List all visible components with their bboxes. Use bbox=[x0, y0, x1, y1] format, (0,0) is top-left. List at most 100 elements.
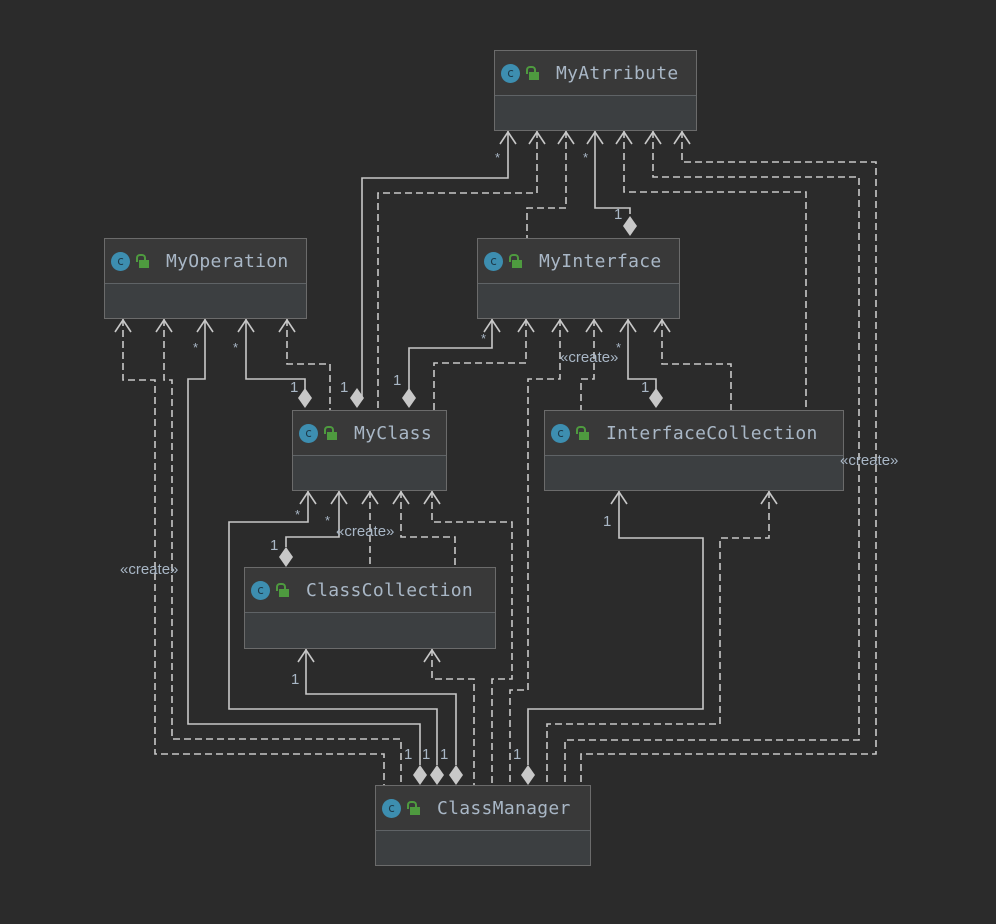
arrowhead-icon bbox=[423, 648, 441, 663]
public-lock-icon bbox=[509, 254, 523, 268]
composition-line bbox=[305, 649, 457, 765]
arrowhead-icon bbox=[361, 490, 379, 505]
arrowhead-icon bbox=[499, 130, 517, 145]
multiplicity-label: * bbox=[193, 340, 199, 355]
dependency-line bbox=[580, 131, 877, 785]
public-lock-icon bbox=[136, 254, 150, 268]
composition-diamond-icon bbox=[350, 388, 364, 408]
multiplicity-label: * bbox=[325, 513, 331, 528]
multiplicity-label: * bbox=[481, 331, 487, 346]
class-myoperation[interactable]: c MyOperation bbox=[104, 238, 307, 319]
arrowhead-icon bbox=[615, 130, 633, 145]
class-icon: c bbox=[484, 251, 503, 271]
dependency-line bbox=[163, 319, 402, 785]
class-myclass[interactable]: c MyClass bbox=[292, 410, 447, 491]
composition-diamond-icon bbox=[298, 388, 312, 408]
class-icon: c bbox=[111, 251, 130, 271]
class-myatrribute[interactable]: c MyAtrribute bbox=[494, 50, 697, 131]
composition-diamond-icon bbox=[430, 765, 444, 785]
public-lock-icon bbox=[324, 426, 338, 440]
public-lock-icon bbox=[576, 426, 590, 440]
class-header: c MyInterface bbox=[478, 239, 679, 284]
class-myinterface[interactable]: c MyInterface bbox=[477, 238, 680, 319]
multiplicity-label: 1 bbox=[513, 746, 522, 763]
dependency-line bbox=[509, 319, 561, 785]
multiplicity-label: 1 bbox=[340, 379, 349, 396]
composition-diamond-icon bbox=[623, 216, 637, 236]
class-members bbox=[545, 456, 843, 490]
dependency-line bbox=[122, 319, 385, 785]
dependency-line bbox=[546, 491, 770, 785]
arrowhead-icon bbox=[528, 130, 546, 145]
arrowhead-icon bbox=[517, 318, 535, 333]
class-icon: c bbox=[551, 423, 570, 443]
class-members bbox=[105, 284, 306, 318]
dependency-line bbox=[431, 491, 513, 785]
arrowhead-icon bbox=[483, 318, 501, 333]
arrowhead-icon bbox=[297, 648, 315, 663]
class-interfacecollection[interactable]: c InterfaceCollection bbox=[544, 410, 844, 491]
class-members bbox=[245, 613, 495, 647]
relation-lines bbox=[114, 130, 877, 785]
composition-line bbox=[361, 131, 509, 400]
class-members bbox=[478, 284, 679, 318]
class-name: MyInterface bbox=[539, 250, 662, 272]
class-header: c MyOperation bbox=[105, 239, 306, 284]
class-header: c ClassManager bbox=[376, 786, 590, 831]
class-members bbox=[293, 456, 446, 490]
class-icon: c bbox=[382, 798, 401, 818]
composition-line bbox=[408, 319, 493, 390]
class-icon: c bbox=[299, 423, 318, 443]
arrowhead-icon bbox=[114, 318, 132, 333]
arrowhead-icon bbox=[551, 318, 569, 333]
class-name: ClassCollection bbox=[306, 579, 474, 601]
arrowhead-icon bbox=[586, 130, 604, 145]
class-members bbox=[376, 831, 590, 865]
class-name: MyOperation bbox=[166, 250, 289, 272]
create-stereotype-label: «create» bbox=[840, 452, 899, 469]
dependency-line bbox=[431, 649, 475, 785]
composition-diamond-icon bbox=[413, 765, 427, 785]
class-members bbox=[495, 96, 696, 130]
dependency-line bbox=[564, 131, 860, 785]
composition-diamond-icon bbox=[649, 388, 663, 408]
composition-line bbox=[627, 319, 657, 390]
multiplicity-label: 1 bbox=[290, 379, 299, 396]
multiplicity-label: 1 bbox=[614, 206, 623, 223]
class-classmanager[interactable]: c ClassManager bbox=[375, 785, 591, 866]
arrowhead-icon bbox=[278, 318, 296, 333]
class-name: MyAtrribute bbox=[556, 62, 679, 84]
arrowhead-icon bbox=[237, 318, 255, 333]
arrowhead-icon bbox=[330, 490, 348, 505]
arrowhead-icon bbox=[557, 130, 575, 145]
class-name: ClassManager bbox=[437, 797, 571, 819]
dependency-line bbox=[286, 319, 331, 410]
arrowhead-icon bbox=[619, 318, 637, 333]
composition-line bbox=[285, 491, 340, 547]
dependency-line bbox=[623, 131, 807, 410]
class-classcollection[interactable]: c ClassCollection bbox=[244, 567, 496, 649]
class-name: InterfaceCollection bbox=[606, 422, 818, 444]
dependency-line bbox=[580, 319, 595, 410]
class-name: MyClass bbox=[354, 422, 432, 444]
class-header: c ClassCollection bbox=[245, 568, 495, 613]
multiplicity-label: 1 bbox=[291, 671, 300, 688]
composition-diamond-icon bbox=[449, 765, 463, 785]
arrowhead-icon bbox=[673, 130, 691, 145]
composition-line bbox=[187, 319, 421, 765]
dependency-line bbox=[400, 491, 456, 567]
multiplicity-label: 1 bbox=[422, 746, 431, 763]
public-lock-icon bbox=[407, 801, 421, 815]
dependency-line bbox=[661, 319, 732, 410]
composition-diamond-icon bbox=[402, 388, 416, 408]
dependency-line bbox=[433, 319, 527, 410]
class-icon: c bbox=[251, 580, 270, 600]
multiplicity-label: 1 bbox=[641, 379, 650, 396]
composition-diamond-icon bbox=[279, 547, 293, 567]
multiplicity-label: 1 bbox=[393, 372, 402, 389]
arrowhead-icon bbox=[610, 490, 628, 505]
create-stereotype-label: «create» bbox=[336, 523, 395, 540]
composition-line bbox=[527, 491, 704, 765]
composition-line bbox=[245, 319, 306, 390]
multiplicity-label: 1 bbox=[404, 746, 413, 763]
